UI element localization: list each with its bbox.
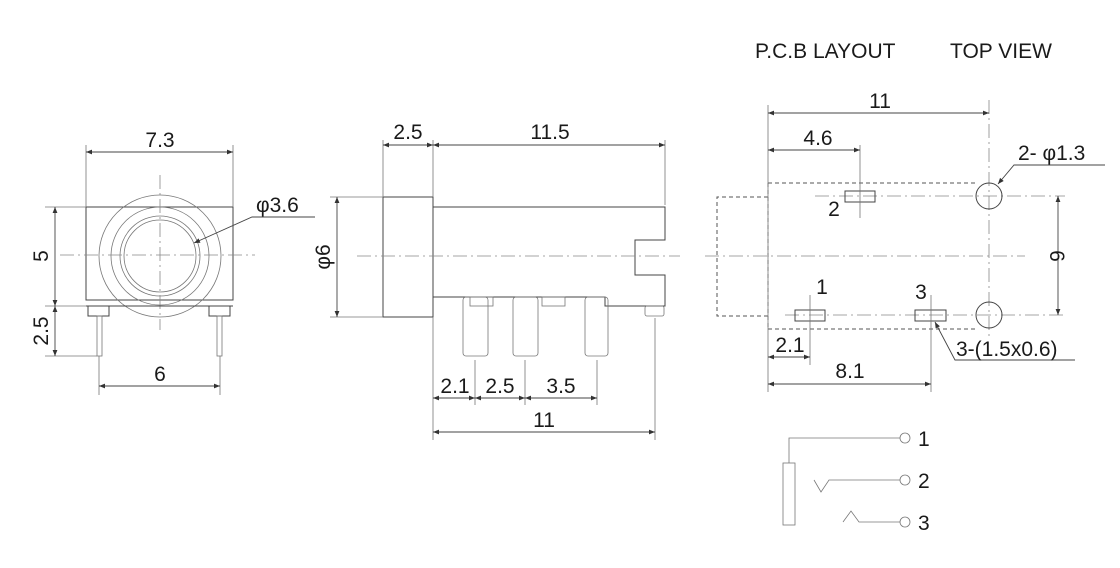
dim-pcb-width: 11 [869, 90, 891, 113]
dim-total-length: 11 [533, 409, 555, 432]
dim-hole-spacing: 6 [1045, 250, 1068, 262]
dim-hole-diameter: φ3.6 [256, 194, 299, 217]
top-view-title: TOP VIEW [950, 40, 1052, 63]
pcb-layout: 1 2 3 11 4.6 2- φ1.3 6 2.1 8.1 3-(1.5x0.… [705, 90, 1105, 392]
dim-pads: 3-(1.5x0.6) [956, 338, 1058, 361]
mounting-hole-top [975, 182, 1003, 210]
side-view: 2.5 11.5 φ6 2.1 2.5 3.5 11 [312, 121, 680, 440]
side-pin-2 [512, 296, 539, 357]
pad-label-2: 2 [828, 198, 840, 221]
pad-3 [914, 309, 947, 322]
front-pin-left [96, 315, 103, 357]
pcb-layout-title: P.C.B LAYOUT [755, 40, 896, 63]
dim-pin-offset-3: 3.5 [546, 375, 575, 398]
dim-holes: 2- φ1.3 [1018, 142, 1085, 165]
dim-face-depth: 2.5 [393, 121, 422, 144]
dim-pin-spacing: 6 [154, 363, 166, 386]
side-pin-3 [584, 296, 609, 357]
dim-pin-offset-2: 2.5 [485, 375, 514, 398]
front-view: 7.3 5 2.5 6 φ3.6 [30, 129, 315, 395]
schematic-pin-3: 3 [918, 512, 930, 535]
schematic-pin-2: 2 [918, 470, 930, 493]
pad-label-1: 1 [816, 276, 828, 299]
dim-pad3-offset: 8.1 [835, 360, 864, 383]
mounting-hole-bottom [975, 301, 1003, 329]
sleeve-contact [782, 462, 796, 526]
dim-pad1-offset: 2.1 [775, 334, 804, 357]
dim-pin-offset-1: 2.1 [440, 375, 469, 398]
dim-width: 7.3 [145, 129, 174, 152]
dim-diameter: φ6 [312, 244, 335, 269]
dim-pad2-offset: 4.6 [803, 127, 832, 150]
schematic: 1 2 3 [782, 428, 930, 535]
dim-pin-length: 2.5 [30, 316, 53, 345]
pad-label-3: 3 [915, 281, 927, 304]
front-pin-right [216, 315, 223, 357]
schematic-pin-1: 1 [918, 428, 930, 451]
dim-height: 5 [30, 250, 53, 262]
dim-body-length: 11.5 [530, 121, 569, 144]
